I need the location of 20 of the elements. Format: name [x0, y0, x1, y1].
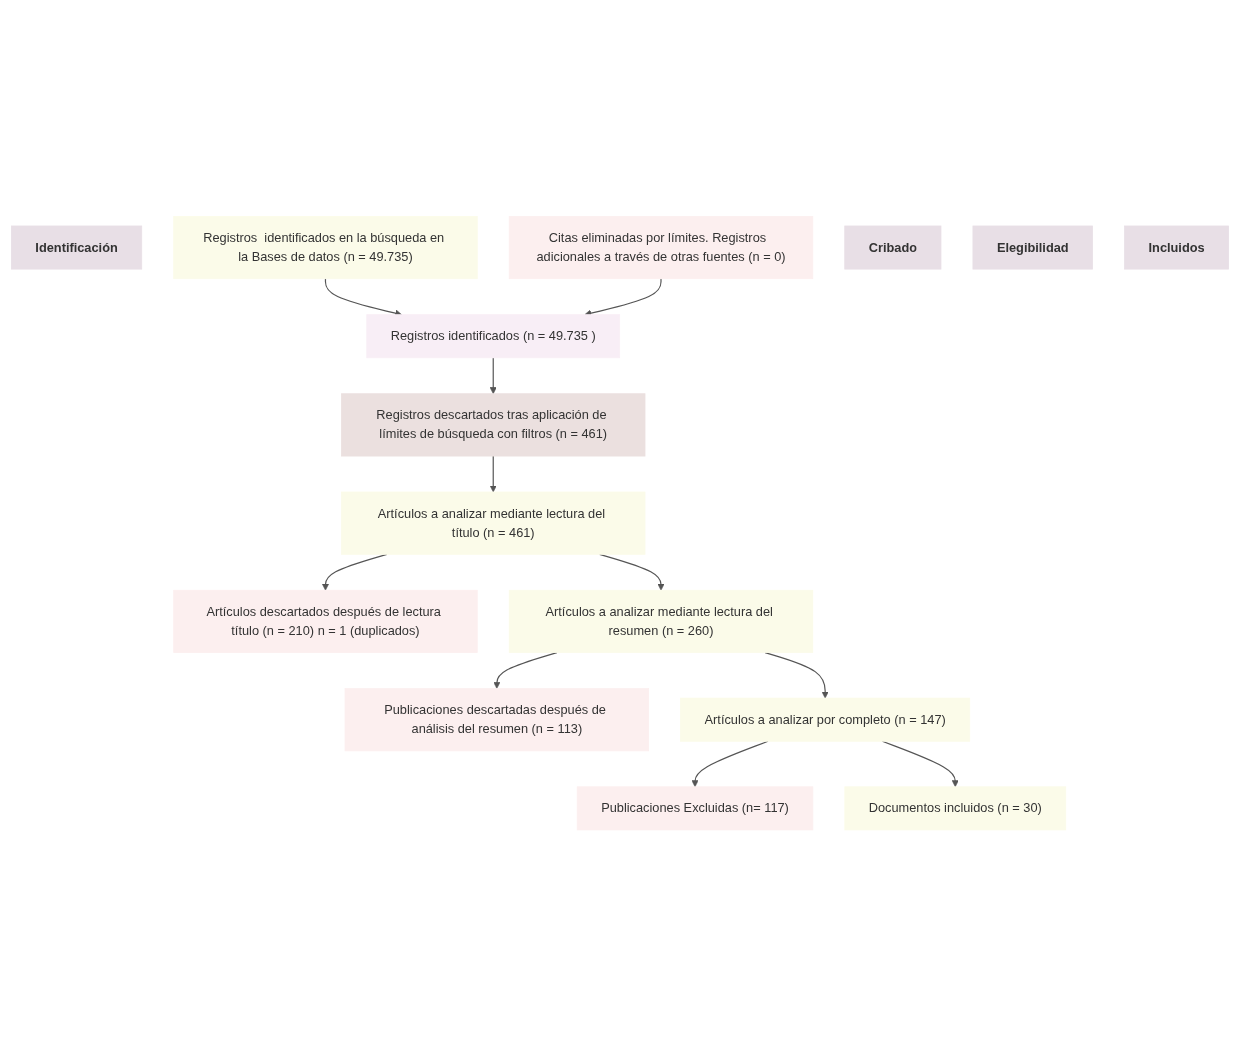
node-box: Incluidos [1123, 225, 1229, 270]
node-box: Artículos a analizar mediante lectura del resumen (n = 260) [508, 589, 813, 653]
node-box: Cribado [843, 225, 941, 270]
node-box: Artículos a analizar por completo (n = 147) [679, 697, 970, 742]
arrow [489, 357, 497, 394]
node-box: Artículos a analizar mediante lectura del título (n = 461) [340, 491, 645, 555]
node-box: Citas eliminadas por límites. Registros adicionales a través de otras fuentes (n = 0) [508, 215, 813, 279]
arrow [321, 553, 387, 591]
arrow [764, 651, 829, 699]
node-box: Publicaciones Excluidas (n= 117) [576, 786, 813, 831]
node-box: Identificación [10, 225, 142, 270]
node-box: Publicaciones descartadas después de análisis del resumen (n = 113) [344, 687, 649, 752]
arrow [489, 455, 497, 493]
node-box: Registros descartados tras aplicación de límites de búsqueda con filtros (n = 461) [340, 393, 645, 457]
arrow [492, 651, 557, 689]
node-box: Documentos incluidos (n = 30) [843, 786, 1066, 831]
node-box: Registros identificados en la búsqueda en la Bases de datos (n = 49.735) [172, 215, 478, 279]
node-box: Registros identificados (n = 49.735 ) [365, 314, 620, 358]
node-box: Artículos descartados después de lectura título (n = 210) n = 1 (duplicados) [172, 589, 478, 653]
node-box: Elegibilidad [972, 225, 1093, 270]
